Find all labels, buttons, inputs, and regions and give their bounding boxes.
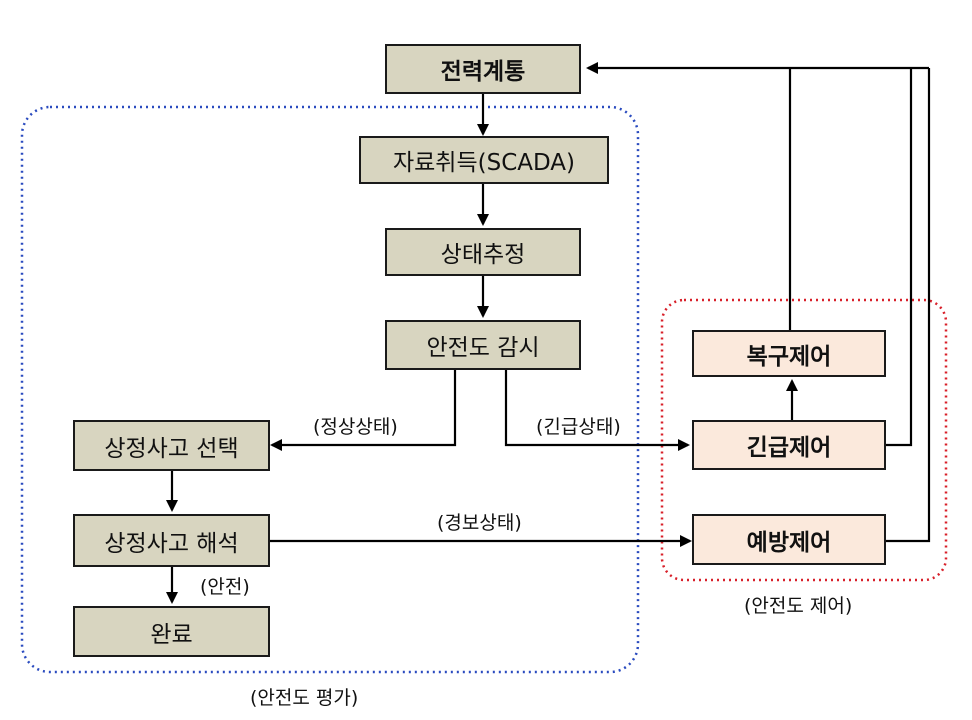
label-normal-state: (정상상태) (313, 416, 398, 438)
assessment-group-outline (20, 105, 640, 674)
arrow-monitor-to-emergency (504, 370, 690, 451)
node-contingency-selection: 상정사고 선택 (73, 420, 270, 471)
node-scada: 자료취득(SCADA) (359, 136, 609, 184)
arrow-monitor-to-selection (270, 370, 457, 451)
node-restoration-control: 복구제어 (692, 330, 886, 377)
caption-control-group: (안전도 제어) (744, 595, 853, 617)
node-state-estimation: 상태추정 (385, 228, 581, 276)
label-safe: (안전) (200, 576, 250, 598)
node-emergency-control: 긴급제어 (692, 420, 886, 470)
node-preventive-control: 예방제어 (692, 514, 886, 565)
feedback-preventive (886, 68, 931, 543)
node-contingency-analysis: 상정사고 해석 (73, 514, 270, 567)
control-group-outline (660, 298, 948, 582)
node-power-system: 전력계통 (385, 44, 581, 94)
label-emergency-state: (긴급상태) (536, 416, 621, 438)
node-complete: 완료 (73, 606, 270, 657)
caption-assessment-group: (안전도 평가) (250, 687, 359, 709)
feedback-emergency (886, 68, 913, 447)
node-security-monitoring: 안전도 감시 (385, 320, 581, 370)
label-alert-state: (경보상태) (437, 512, 522, 534)
